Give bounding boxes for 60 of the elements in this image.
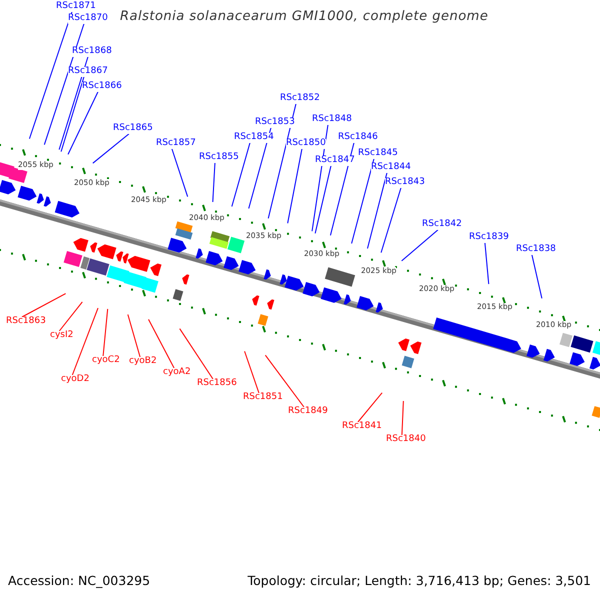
gene-label: RSc1865: [113, 124, 153, 134]
gene-label: RSc1854: [234, 133, 274, 143]
leader-line: [58, 56, 88, 150]
leader-line: [212, 162, 216, 203]
leader-line: [401, 400, 404, 436]
leader-line: [380, 187, 402, 254]
leader-line: [68, 91, 98, 155]
leader-line: [179, 328, 214, 380]
gene-label: cysI2: [50, 331, 74, 341]
leader-line: [268, 103, 296, 219]
gene-label: RSc1839: [469, 233, 509, 243]
gene-label: RSc1857: [156, 139, 196, 149]
leader-line: [28, 11, 72, 140]
gene-label: RSc1855: [199, 153, 239, 163]
gene-label: RSc1843: [385, 178, 425, 188]
leader-line: [287, 148, 302, 224]
gene-label: RSc1847: [315, 156, 355, 166]
leader-line: [92, 133, 130, 164]
leader-line: [72, 308, 98, 376]
gene-label: cyoA2: [163, 368, 191, 378]
genome-info-text: Topology: circular; Length: 3,716,413 bp; Genes: 3,501: [248, 574, 591, 588]
leader-line: [44, 23, 84, 146]
diagram-title: Ralstonia solanacearum GMI1000, complete genome: [120, 10, 488, 24]
leader-line: [148, 318, 175, 368]
leader-line: [102, 308, 108, 356]
accession-text: Accession: NC_003295: [8, 574, 150, 588]
gene-label: cyoD2: [61, 375, 90, 385]
leader-line: [314, 165, 332, 234]
leader-line: [367, 172, 388, 249]
leader-line: [531, 254, 542, 299]
gene-label: RSc1838: [516, 245, 556, 255]
leader-line: [244, 350, 260, 394]
gene-label: RSc1844: [371, 163, 411, 173]
leader-line: [248, 127, 272, 209]
gene-label: RSc1842: [422, 220, 462, 230]
gene-label: RSc1870: [68, 14, 108, 24]
gene-label: RSc1848: [312, 115, 352, 125]
leader-line: [171, 148, 188, 198]
leader-line: [351, 158, 374, 244]
gene-label: RSc1868: [72, 47, 112, 57]
gene-label: RSc1871: [56, 2, 96, 12]
gene-label: RSc1867: [68, 67, 108, 77]
gene-label: RSc1866: [82, 82, 122, 92]
leader-line: [484, 242, 490, 285]
gene-label: RSc1853: [255, 118, 295, 128]
gene-label: cyoC2: [92, 356, 120, 366]
leader-line: [127, 314, 141, 358]
leader-line: [21, 293, 66, 318]
leader-line: [401, 229, 438, 262]
leader-line: [357, 392, 383, 422]
gene-label: RSc1845: [358, 149, 398, 159]
leader-line: [330, 142, 354, 236]
leader-line: [58, 301, 83, 332]
gene-label: RSc1846: [338, 133, 378, 143]
leader-line: [60, 76, 84, 152]
leader-line: [231, 142, 250, 208]
gene-label: RSc1850: [286, 139, 326, 149]
gene-label: cyoB2: [129, 357, 157, 367]
leader-line: [264, 354, 304, 408]
gene-label: RSc1852: [280, 94, 320, 104]
